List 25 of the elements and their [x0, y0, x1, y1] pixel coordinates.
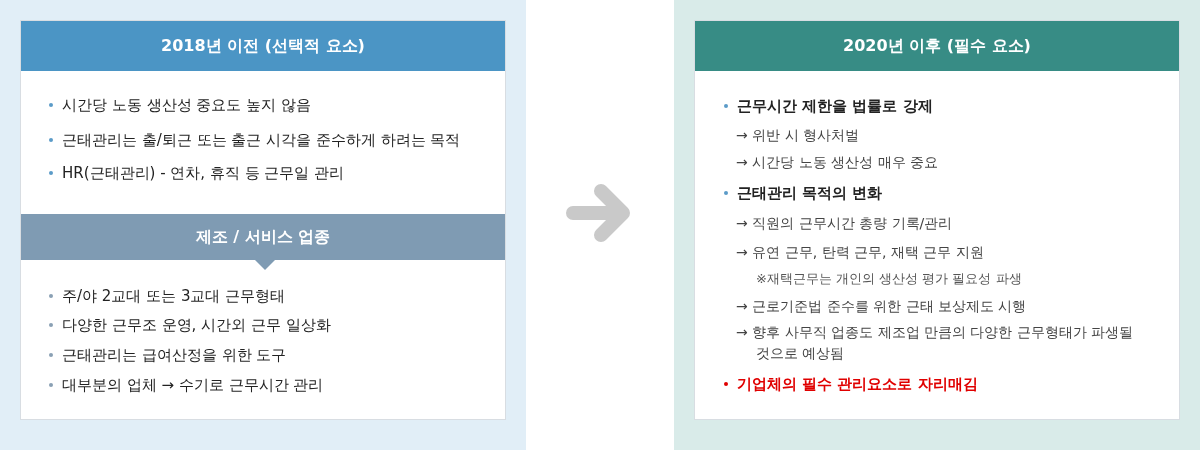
arrow — [566, 184, 630, 242]
bullet-item: HR(근태관리) - 연차, 휴직 등 근무일 관리 — [62, 163, 345, 183]
sub-item: → 위반 시 형사처벌 — [736, 126, 860, 145]
sub-item: → 직원의 근무시간 총량 기록/관리 — [736, 214, 953, 233]
bullet-item: 기업체의 필수 관리요소로 자리매김 — [737, 374, 978, 394]
bullet-item: 시간당 노동 생산성 중요도 높지 않음 — [62, 95, 311, 115]
sub-item: → 시간당 노동 생산성 매우 중요 — [736, 153, 938, 172]
bullet-item: 근태관리는 급여산정을 위한 도구 — [62, 345, 287, 365]
bullet-item: 대부분의 업체 → 수기로 근무시간 관리 — [62, 375, 324, 395]
card-header: 2020년 이후 (필수 요소) — [695, 21, 1179, 71]
card — [694, 20, 1180, 420]
card — [20, 20, 506, 420]
note-text: ※재택근무는 개인의 생산성 평가 필요성 파생 — [756, 270, 1022, 288]
bullet-item: 근무시간 제한을 법률로 강제 — [737, 96, 933, 116]
section-banner: 제조 / 서비스 업종 — [21, 214, 505, 260]
bullet-item: 근태관리는 출/퇴근 또는 출근 시각을 준수하게 하려는 목적 — [62, 130, 461, 150]
bullet-item: 다양한 근무조 운영, 시간외 근무 일상화 — [62, 315, 331, 335]
sub-item: → 유연 근무, 탄력 근무, 재택 근무 지원 — [736, 243, 984, 262]
sub-item: → 근로기준법 준수를 위한 근태 보상제도 시행 — [736, 297, 1027, 316]
bullet-item: 근태관리 목적의 변화 — [737, 183, 883, 203]
panel-background — [0, 0, 526, 450]
bullet-item: 주/야 2교대 또는 3교대 근무형태 — [62, 286, 286, 306]
card-header: 2018년 이전 (선택적 요소) — [21, 21, 505, 71]
panel-background — [674, 0, 1200, 450]
sub-item: → 향후 사무직 업종도 제조업 만큼의 다양한 근무형태가 파생될 것으로 예상됨 — [736, 323, 1135, 363]
